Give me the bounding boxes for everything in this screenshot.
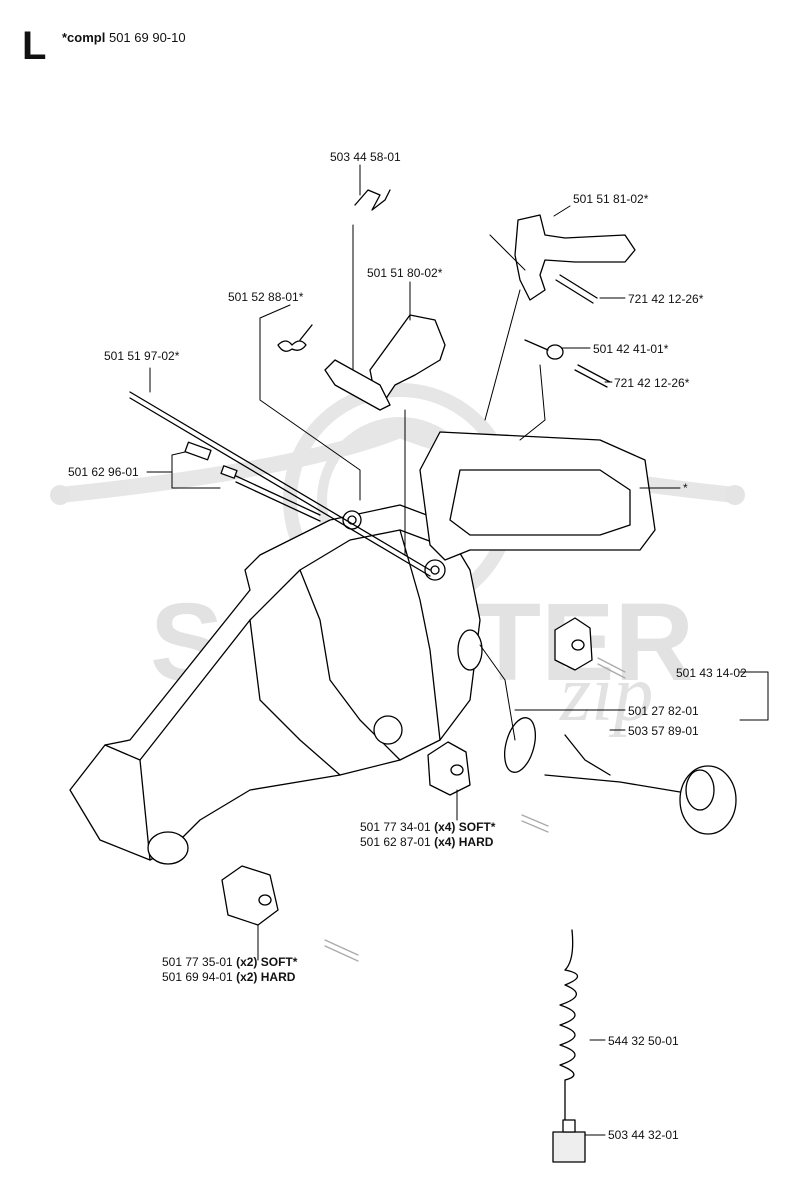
rear-handle-housing [69, 431, 656, 865]
label-throttle-trigger: 501 51 81-02* [573, 192, 649, 206]
label-o-ring: 501 27 82-01 [628, 704, 699, 718]
part-number: 501 62 87-01 [360, 835, 431, 849]
label-pin-set: 501 62 96-01 [68, 465, 139, 479]
label-av-buffer-middle-hard: 501 62 87-01 (x4) HARD [360, 835, 493, 849]
pin-lower [574, 364, 611, 388]
shaft-pins [129, 391, 431, 577]
small-spring [524, 339, 564, 360]
spring [277, 324, 313, 352]
label-shaft: 501 51 97-02* [104, 349, 180, 363]
o-ring [504, 717, 536, 773]
av-buffer-lower [221, 865, 359, 962]
fuel-hose [559, 929, 579, 1121]
part-number: 501 69 94-01 [162, 970, 233, 984]
fuel-filter [552, 1119, 586, 1163]
label-pin-lower: 721 42 12-26* [614, 376, 690, 390]
compl-number: 501 69 90-10 [108, 30, 186, 45]
label-spring: 501 52 88-01* [228, 290, 304, 304]
label-fuel-hose: 544 32 50-01 [608, 1034, 679, 1048]
label-wire-clip: 503 44 58-01 [330, 150, 401, 164]
av-buffer-upper [554, 617, 626, 679]
throttle-trigger [514, 214, 636, 304]
throttle-lockout [324, 314, 446, 411]
wire-clip [354, 189, 391, 211]
av-buffer-middle [427, 741, 549, 833]
fuel-cap [544, 734, 737, 835]
label-pin-upper: 721 42 12-26* [628, 292, 704, 306]
part-number: 501 77 34-01 [360, 820, 431, 834]
label-fuel-filter: 503 44 32-01 [608, 1128, 679, 1142]
quantity: (x4) HARD [434, 835, 494, 849]
label-small-spring: 501 42 41-01* [593, 342, 669, 356]
leader-lines [146, 164, 769, 1136]
part-number: 501 77 35-01 [162, 955, 233, 969]
label-fuel-cap: 501 43 14-02 [676, 666, 747, 680]
label-av-buffer-lower-hard: 501 69 94-01 (x2) HARD [162, 970, 295, 984]
quantity: (x2) SOFT* [236, 955, 298, 969]
complete-assembly-number: *compl 501 69 90-10 [62, 30, 186, 45]
label-throttle-lockout: 501 51 80-02* [367, 266, 443, 280]
label-cap-strap: 503 57 89-01 [628, 724, 699, 738]
quantity: (x2) HARD [236, 970, 296, 984]
section-letter: L [22, 24, 47, 68]
compl-prefix: *compl [62, 30, 106, 45]
label-av-buffer-lower-soft: 501 77 35-01 (x2) SOFT* [162, 955, 297, 969]
label-handle-asterisk: * [683, 481, 688, 495]
quantity: (x4) SOFT* [434, 820, 496, 834]
label-av-buffer-middle-soft: 501 77 34-01 (x4) SOFT* [360, 820, 495, 834]
